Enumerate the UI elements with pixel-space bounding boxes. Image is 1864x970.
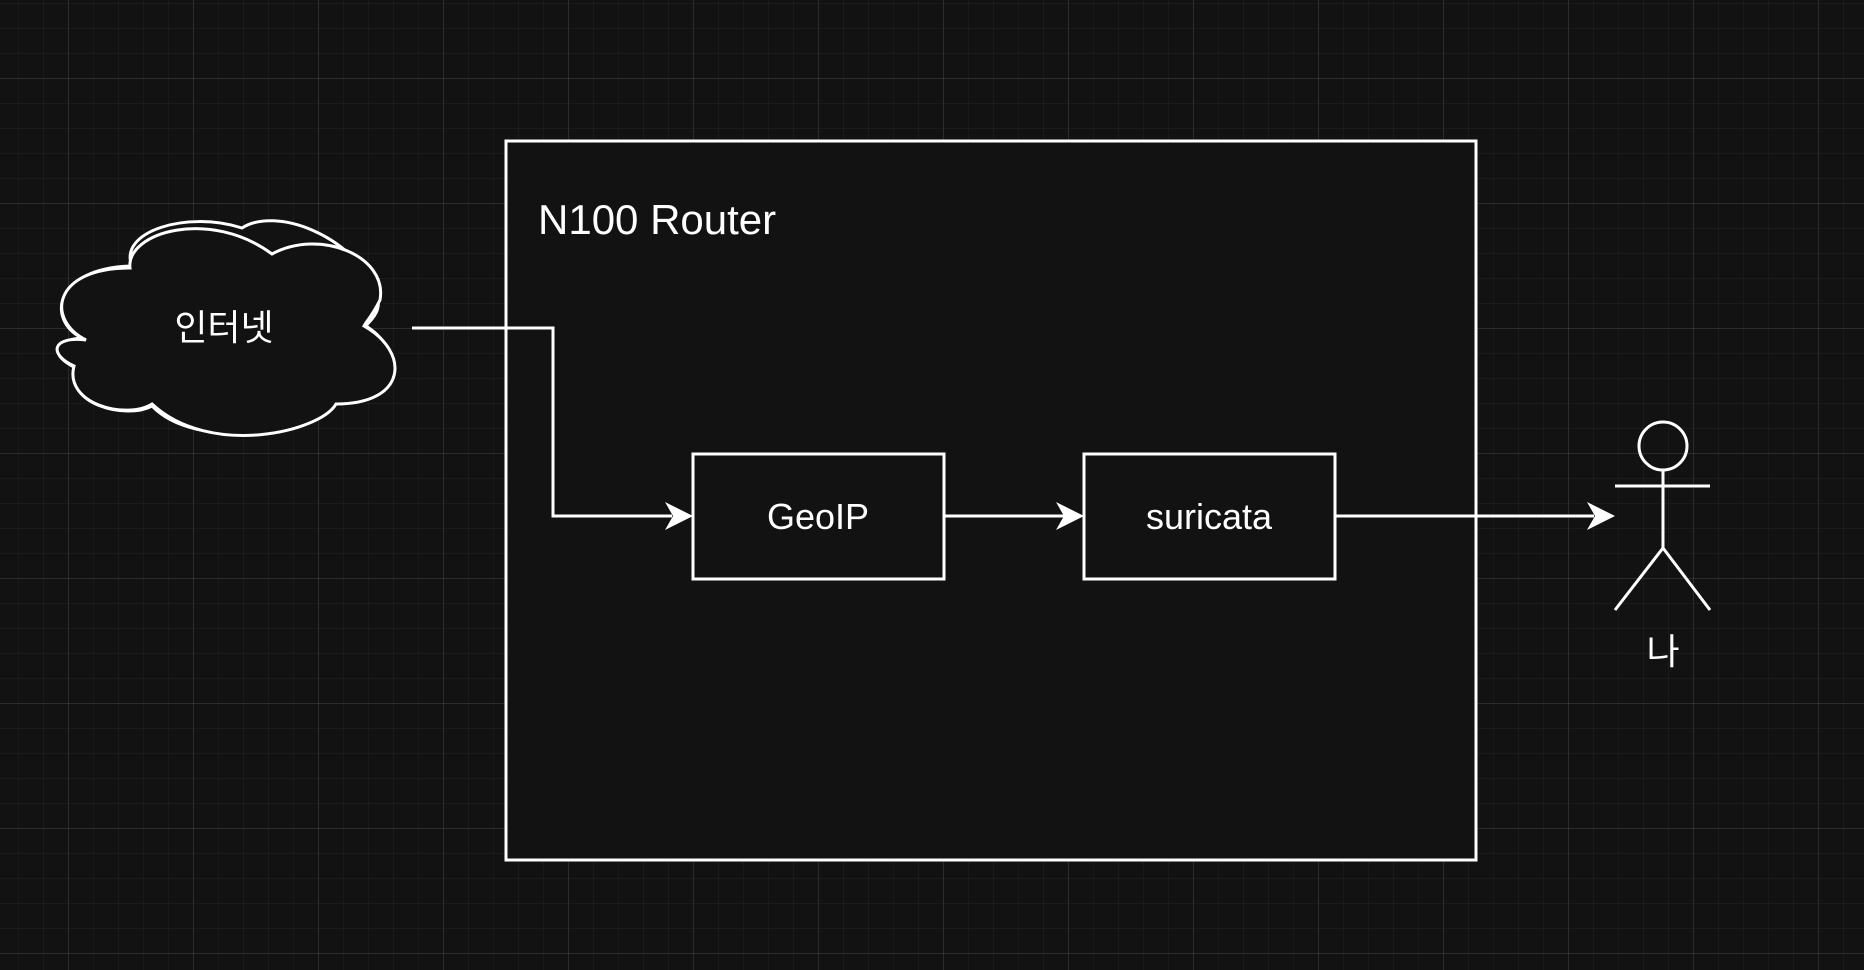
cloud-outline	[55, 227, 397, 437]
edge-internet-to-geoip[interactable]	[412, 326, 693, 530]
user-label: 나	[1646, 631, 1679, 672]
edge-suricata-to-user[interactable]	[1335, 502, 1615, 530]
arrowhead-icon	[1056, 502, 1084, 530]
geoip-label: GeoIP	[767, 496, 869, 537]
geoip-box	[691, 452, 946, 581]
internet-label: 인터넷	[174, 307, 273, 348]
internet-cloud[interactable]: 인터넷	[55, 219, 397, 437]
edge-geoip-to-suricata[interactable]	[944, 502, 1084, 530]
arrowhead-icon	[1587, 502, 1615, 530]
person-icon	[1613, 420, 1712, 611]
user-actor[interactable]: 나	[1613, 420, 1712, 672]
geoip-node[interactable]: GeoIP	[691, 452, 946, 581]
arrowhead-icon	[665, 502, 693, 530]
suricata-node[interactable]: suricata	[1082, 452, 1337, 581]
suricata-label: suricata	[1146, 496, 1273, 537]
router-title: N100 Router	[538, 196, 776, 243]
